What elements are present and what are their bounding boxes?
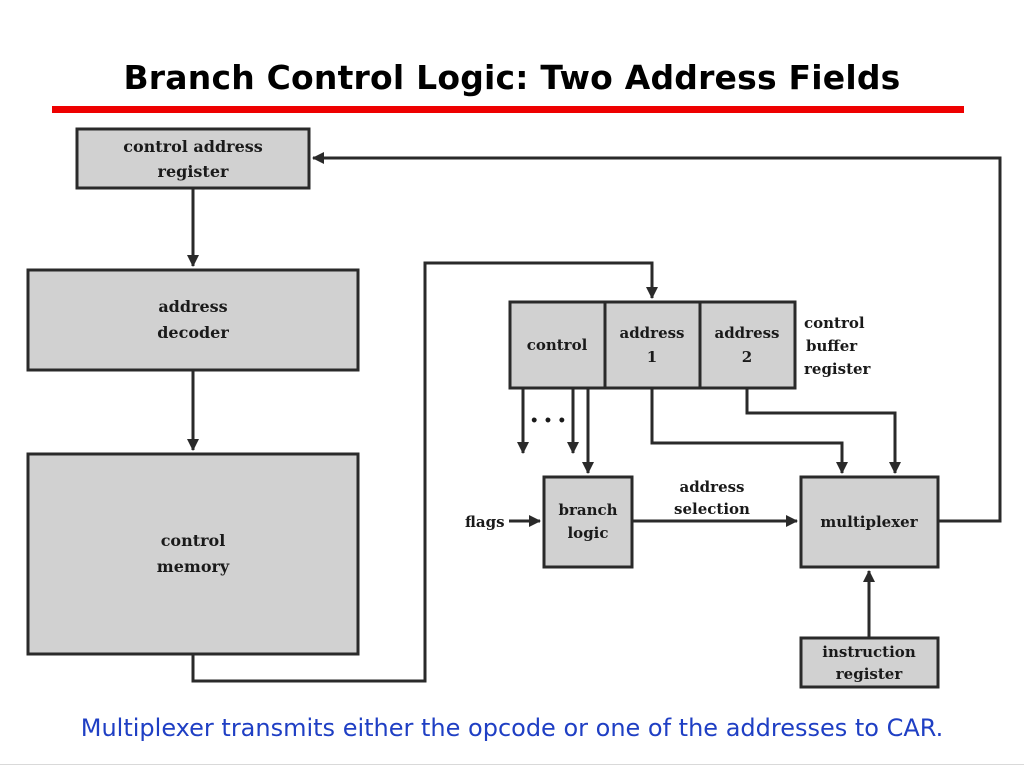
arrow-memory-to-cbr: [191, 261, 658, 683]
cbr-address2-label-line1: address: [714, 324, 779, 342]
branch-logic-box: branch logic: [542, 475, 634, 569]
arrow-address2-to-multiplexer: [745, 388, 901, 474]
address-selection-label-line1: address: [679, 478, 744, 496]
bottom-divider: [0, 764, 1024, 765]
address-decoder-box: address decoder: [26, 268, 360, 372]
memory-label-line2: memory: [157, 557, 230, 576]
address-selection-label-line2: selection: [674, 500, 750, 518]
multiplexer-box: multiplexer: [799, 475, 940, 569]
cbr-address2-label-line2: 2: [742, 348, 752, 366]
control-buffer-register: control address 1 address 2: [508, 300, 797, 390]
cbr-field-address-1: [603, 300, 702, 390]
ir-label-line2: register: [836, 665, 904, 683]
flags-label: flags: [465, 513, 505, 531]
control-memory-box: control memory: [26, 452, 360, 656]
cbr-control-label: control: [527, 336, 588, 354]
cbr-address1-label-line2: 1: [647, 348, 657, 366]
slide-caption: Multiplexer transmits either the opcode …: [80, 714, 944, 742]
branch-logic-label-line2: logic: [567, 524, 608, 542]
ir-label-line1: instruction: [822, 643, 916, 661]
cbr-field-address-2: [698, 300, 797, 390]
slide-title: Branch Control Logic: Two Address Fields: [123, 58, 901, 97]
decoder-label-line1: address: [158, 297, 227, 316]
car-label-line1: control address: [123, 137, 263, 156]
multiplexer-label: multiplexer: [820, 513, 918, 531]
cbr-address1-label-line1: address: [619, 324, 684, 342]
car-label-line2: register: [158, 162, 229, 181]
control-address-register-box: control address register: [75, 127, 311, 190]
ellipsis-label: • • •: [530, 413, 567, 429]
branch-logic-label-line1: branch: [558, 501, 617, 519]
decoder-label-line2: decoder: [157, 323, 229, 342]
title-underline: [52, 106, 964, 113]
arrow-multiplexer-to-car: [312, 152, 1002, 523]
cbr-caption-line3: register: [804, 360, 872, 378]
cbr-caption-line2: buffer: [806, 337, 858, 355]
cbr-caption-line1: control: [804, 314, 865, 332]
arrow-address1-to-multiplexer: [650, 388, 848, 474]
memory-label-line1: control: [161, 531, 226, 550]
instruction-register-box: instruction register: [799, 636, 940, 689]
